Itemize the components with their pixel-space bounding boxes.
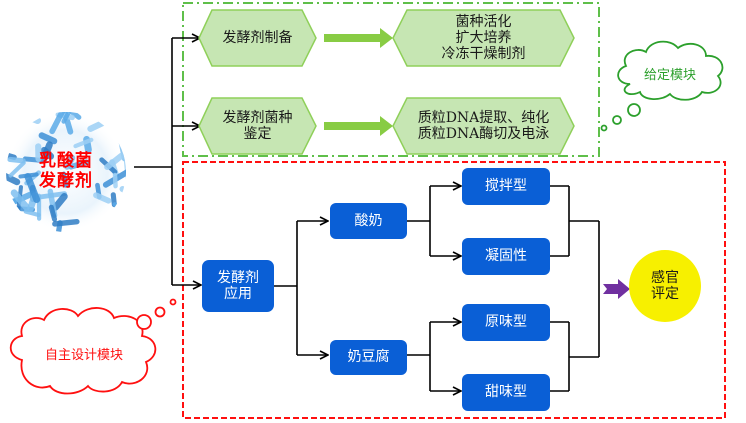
source-line-2: 发酵剂 xyxy=(39,171,93,191)
leaf-node-plain xyxy=(462,304,550,341)
step-label-identification: 发酵剂菌种 鉴定 xyxy=(222,109,293,142)
bacterium-rod xyxy=(23,209,41,218)
bacterium-rod xyxy=(61,171,69,188)
bacterium-rod xyxy=(116,210,126,232)
design-module-border xyxy=(182,161,726,419)
bacterium-rod xyxy=(18,112,30,123)
given-module-cloud xyxy=(600,40,724,132)
design-module-label: 自主设计模块 xyxy=(44,347,123,363)
result-label-preparation: 菌种活化 扩大培养 冷冻干燥制剂 xyxy=(441,13,526,63)
step-label-preparation: 发酵剂制备 xyxy=(222,29,293,46)
tree-connectors xyxy=(274,186,600,391)
bacterium-rod xyxy=(61,112,75,124)
bacterium-rod xyxy=(38,132,58,145)
bacterium-rod xyxy=(35,143,42,162)
bacterium-rod xyxy=(112,202,126,218)
leaf-node-sweet xyxy=(462,374,550,411)
leaf-label-plain: 原味型 xyxy=(485,314,527,331)
root-label: 发酵剂 应用 xyxy=(217,269,259,302)
given-module-border xyxy=(182,2,600,157)
evaluation-node xyxy=(629,250,701,322)
leaf-label-set: 凝固性 xyxy=(485,248,527,265)
bacterium-rod xyxy=(24,172,41,204)
branch-label-milk-tofu: 奶豆腐 xyxy=(347,349,390,366)
design-module-cloud xyxy=(9,298,177,395)
leaf-node-stirred xyxy=(462,168,550,205)
evaluation-label: 感官 评定 xyxy=(651,269,679,302)
branch-node-yogurt xyxy=(330,203,407,239)
branch-node-milk-tofu xyxy=(330,340,407,375)
bacterium-rod xyxy=(64,112,82,120)
bacterium-rod xyxy=(47,188,58,218)
branch-label-yogurt: 酸奶 xyxy=(354,212,383,229)
bacterium-rod xyxy=(93,192,112,204)
bacterium-rod xyxy=(68,159,89,170)
root-node-application xyxy=(202,260,274,312)
bacteria-image xyxy=(6,112,126,232)
bacterium-rod xyxy=(8,160,26,178)
green-arrow-2 xyxy=(324,116,393,136)
bacterium-rod xyxy=(119,186,126,198)
bacterium-rod xyxy=(42,141,53,158)
bacterium-rod xyxy=(63,154,76,170)
bacterium-rod xyxy=(52,218,80,227)
source-line-1: 乳酸菌 xyxy=(39,151,93,172)
bacterium-rod xyxy=(73,137,94,149)
result-label-identification: 质粒DNA提取、纯化 质粒DNA酶切及电泳 xyxy=(417,109,550,142)
step-node-identification xyxy=(198,97,317,155)
bacterium-rod xyxy=(104,152,125,171)
bacterium-rod xyxy=(49,112,68,135)
source-node-label: 乳酸菌 发酵剂 xyxy=(6,144,126,200)
bacterium-rod xyxy=(48,204,58,222)
given-module-label: 给定模块 xyxy=(643,67,696,83)
bacterium-rod xyxy=(6,114,23,122)
bacterium-rod xyxy=(10,112,41,125)
purple-arrow xyxy=(603,279,630,299)
leaf-label-sweet: 甜味型 xyxy=(485,384,527,401)
leaf-label-stirred: 搅拌型 xyxy=(485,178,527,195)
step-node-preparation xyxy=(198,9,317,67)
green-arrow-1 xyxy=(324,28,393,48)
source-connectors xyxy=(134,38,201,285)
leaf-node-set xyxy=(462,238,550,275)
bacterium-rod xyxy=(8,112,22,126)
bacterium-rod xyxy=(112,172,118,189)
bacterium-rod xyxy=(7,156,26,164)
bacterium-rod xyxy=(102,167,126,188)
bacterium-rod xyxy=(52,193,68,211)
bacterium-rod xyxy=(10,189,30,211)
